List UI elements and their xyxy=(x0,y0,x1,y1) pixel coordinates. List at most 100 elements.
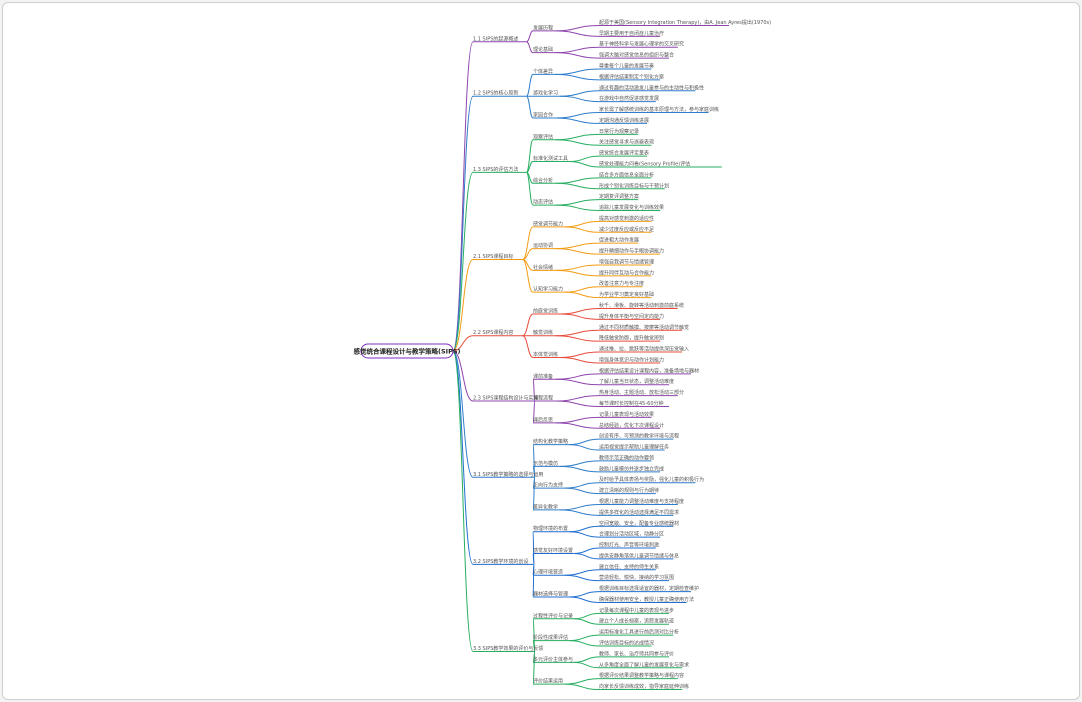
leaf-node[interactable]: 追踪儿童发展变化与训练效果 xyxy=(599,204,664,212)
leaf-node[interactable]: 秋千、滑板、旋转等活动刺激前庭系统 xyxy=(599,302,684,310)
child-node[interactable]: 动态评估 xyxy=(533,199,556,206)
leaf-node[interactable]: 家长需了解感统训练的基本原理与方法，参与家庭训练 xyxy=(599,106,719,114)
child-node[interactable]: 综合分析 xyxy=(533,177,556,184)
branch-node[interactable]: 1.3 SIPS的评估方法 xyxy=(473,166,527,173)
child-node[interactable]: 理论基础 xyxy=(533,46,556,54)
leaf-node[interactable]: 起源于美国(Sensory Integration Therapy)，由A. J… xyxy=(599,19,771,26)
child-node[interactable]: 器材选择与管理 xyxy=(533,591,570,598)
leaf-node[interactable]: 尊重每个儿童的发展节奏 xyxy=(599,62,654,70)
child-node[interactable]: 社会情绪 xyxy=(533,264,556,271)
branch-node[interactable]: 2.3 SIPS课程结构设计与实施 xyxy=(473,395,538,402)
leaf-node[interactable]: 控制灯光、声音等环境刺激 xyxy=(599,542,659,549)
leaf-node[interactable]: 热身活动、主题活动、放松活动三部分 xyxy=(599,389,684,397)
leaf-node[interactable]: 基于神经科学与发展心理学的交叉研究 xyxy=(599,41,684,48)
child-node[interactable]: 多元评价主体参与 xyxy=(533,656,574,663)
leaf-node[interactable]: 在游戏中自然促进感觉发展 xyxy=(599,95,659,103)
leaf-node[interactable]: 运用标准化工具进行前后测对比分析 xyxy=(599,629,679,636)
leaf-node[interactable]: 创设有序、可预测的教学环境与流程 xyxy=(599,433,679,440)
leaf-node[interactable]: 根据评估结果设计课程内容，准备场地与器材 xyxy=(599,367,699,375)
leaf-node[interactable]: 根据儿童能力调整活动难度与支持程度 xyxy=(599,498,684,505)
child-node[interactable]: 心理环境营造 xyxy=(533,569,565,576)
child-node[interactable]: 课后反思 xyxy=(533,416,556,424)
leaf-node[interactable]: 每节课时长控制在45-60分钟 xyxy=(599,400,669,407)
leaf-node[interactable]: 从多角度全面了解儿童的发展变化与需求 xyxy=(599,661,689,669)
branch-node[interactable]: 1.2 SIPS的核心原则 xyxy=(473,90,527,97)
leaf-node[interactable]: 通过不同材质触摸、按摩等活动调节触觉 xyxy=(599,324,689,331)
leaf-node[interactable]: 感觉统合发展评定量表 xyxy=(599,150,649,157)
leaf-node[interactable]: 提升身体平衡与空间定向能力 xyxy=(599,313,664,320)
leaf-node[interactable]: 减少过度反应或反应不足 xyxy=(599,226,654,233)
leaf-node[interactable]: 运用视觉提示帮助儿童理解任务 xyxy=(599,444,669,451)
leaf-node[interactable]: 空间宽敞、安全，配备专业感统器材 xyxy=(599,520,679,527)
child-node[interactable]: 认知学习能力 xyxy=(533,286,565,293)
child-node[interactable]: 触觉训练 xyxy=(533,329,556,337)
leaf-node[interactable]: 提升精细动作与手眼协调能力 xyxy=(599,248,664,255)
leaf-node[interactable]: 关注感觉寻求与逃避表现 xyxy=(599,139,654,146)
leaf-node[interactable]: 提高对感觉刺激的适应性 xyxy=(599,215,654,222)
leaf-node[interactable]: 促进粗大动作发展 xyxy=(599,237,639,244)
leaf-node[interactable]: 教师示范正确的动作要领 xyxy=(599,454,654,462)
leaf-node[interactable]: 了解儿童当日状态，调整活动难度 xyxy=(599,378,674,386)
branch-node[interactable]: 3.3 SIPS教学效果的评价与反馈 xyxy=(473,645,543,652)
branch-node[interactable]: 3.2 SIPS教学环境的创设 xyxy=(473,558,534,565)
child-node[interactable]: 结构化教学策略 xyxy=(533,438,570,446)
branch-node[interactable]: 3.1 SIPS教学策略的选择与运用 xyxy=(473,471,543,478)
leaf-node[interactable]: 向家长反馈训练成效，指导家庭延伸训练 xyxy=(599,683,689,691)
leaf-node[interactable]: 营造轻松、愉快、接纳的学习氛围 xyxy=(599,574,674,582)
child-node[interactable]: 物理环境的布置 xyxy=(533,525,570,533)
child-node[interactable]: 感觉友好环境设置 xyxy=(533,547,574,554)
leaf-node[interactable]: 提升同伴互动与合作能力 xyxy=(599,269,654,277)
leaf-node[interactable]: 确保器材使用安全，教授儿童正确使用方法 xyxy=(599,596,694,603)
child-node[interactable]: 差异化教学 xyxy=(533,503,560,511)
leaf-node[interactable]: 强调大脑对感觉信息的组织与整合 xyxy=(599,52,674,59)
leaf-node[interactable]: 定期复评调整方案 xyxy=(599,193,639,201)
leaf-node[interactable]: 总结经验，优化下次课程设计 xyxy=(599,422,664,429)
child-node[interactable]: 标准化测试工具 xyxy=(533,155,570,163)
child-node[interactable]: 本体觉训练 xyxy=(533,351,560,358)
leaf-node[interactable]: 形成个别化训练目标与干预计划 xyxy=(599,182,669,190)
child-node[interactable]: 游戏化学习 xyxy=(533,90,560,97)
leaf-node[interactable]: 通过推、拉、跳跃等活动提供深压觉输入 xyxy=(599,346,689,353)
branch-node[interactable]: 1.1 SIPS的起源概述 xyxy=(473,35,527,43)
leaf-node[interactable]: 建立清晰的规则与行为期待 xyxy=(599,487,659,495)
leaf-node[interactable]: 感觉处理能力问卷(Sensory Profile)评估 xyxy=(599,160,722,168)
child-node[interactable]: 个体差异 xyxy=(533,68,556,75)
leaf-node[interactable]: 早期主要用于自闭症儿童治疗 xyxy=(599,30,664,37)
leaf-node[interactable]: 通过有趣的活动激发儿童参与的主动性与积极性 xyxy=(599,84,704,92)
leaf-node[interactable]: 增强身体意识与动作计划能力 xyxy=(599,356,664,364)
branch-node[interactable]: 2.1 SIPS课程目标 xyxy=(473,253,523,261)
leaf-node[interactable]: 记录每次课程中儿童的表现与进步 xyxy=(599,607,674,614)
child-node[interactable]: 课前准备 xyxy=(533,373,556,380)
branch-node[interactable]: 2.2 SIPS课程内容 xyxy=(473,329,523,337)
leaf-node[interactable]: 根据评价结果调整教学策略与课程内容 xyxy=(599,672,684,680)
leaf-node[interactable]: 为学业学习奠定良好基础 xyxy=(599,291,654,299)
leaf-node[interactable]: 评估训练目标的达成情况 xyxy=(599,640,654,647)
child-node[interactable]: 感觉调节能力 xyxy=(533,220,565,228)
leaf-node[interactable]: 建立信任、支持的师生关系 xyxy=(599,563,659,571)
leaf-node[interactable]: 日常行为观察记录 xyxy=(599,128,639,135)
child-node[interactable]: 示范与模仿 xyxy=(533,460,560,467)
child-node[interactable]: 发展历程 xyxy=(533,24,556,32)
child-node[interactable]: 课程流程 xyxy=(533,395,556,402)
leaf-node[interactable]: 降低触觉防御，提升触觉辨别 xyxy=(599,335,664,342)
child-node[interactable]: 过程性评价与记录 xyxy=(533,612,574,620)
child-node[interactable]: 评价结果运用 xyxy=(533,678,565,685)
child-node[interactable]: 前庭觉训练 xyxy=(533,307,560,315)
leaf-node[interactable]: 提供安静角落供儿童调节情绪与休息 xyxy=(599,552,679,560)
leaf-node[interactable]: 结合多方面信息全面分析 xyxy=(599,171,654,179)
leaf-node[interactable]: 建立个人成长档案，追踪发展轨迹 xyxy=(599,618,674,625)
leaf-node[interactable]: 记录儿童表现与活动效果 xyxy=(599,411,654,418)
child-node[interactable]: 家园合作 xyxy=(533,111,556,119)
child-node[interactable]: 观察评估 xyxy=(533,133,556,141)
leaf-node[interactable]: 合理划分活动区域，动静分区 xyxy=(599,531,664,538)
root-node[interactable]: 感觉统合课程设计与教学策略(SIPS) xyxy=(354,343,461,359)
leaf-node[interactable]: 根据评估结果制定个别化方案 xyxy=(599,73,664,81)
leaf-node[interactable]: 鼓励儿童模仿并逐步独立完成 xyxy=(599,465,664,473)
leaf-node[interactable]: 根据训练目标选择适宜的器材，定期检查维护 xyxy=(599,585,699,593)
leaf-node[interactable]: 提供多样化的活动选择满足不同需求 xyxy=(599,509,679,516)
leaf-node[interactable]: 改善注意力与专注度 xyxy=(599,280,644,288)
leaf-node[interactable]: 增强自我调节与情绪管理 xyxy=(599,258,654,266)
leaf-node[interactable]: 定期沟通反馈训练进展 xyxy=(599,117,649,124)
leaf-node[interactable]: 教师、家长、治疗师共同参与评价 xyxy=(599,650,674,658)
child-node[interactable]: 正向行为支持 xyxy=(533,482,565,489)
